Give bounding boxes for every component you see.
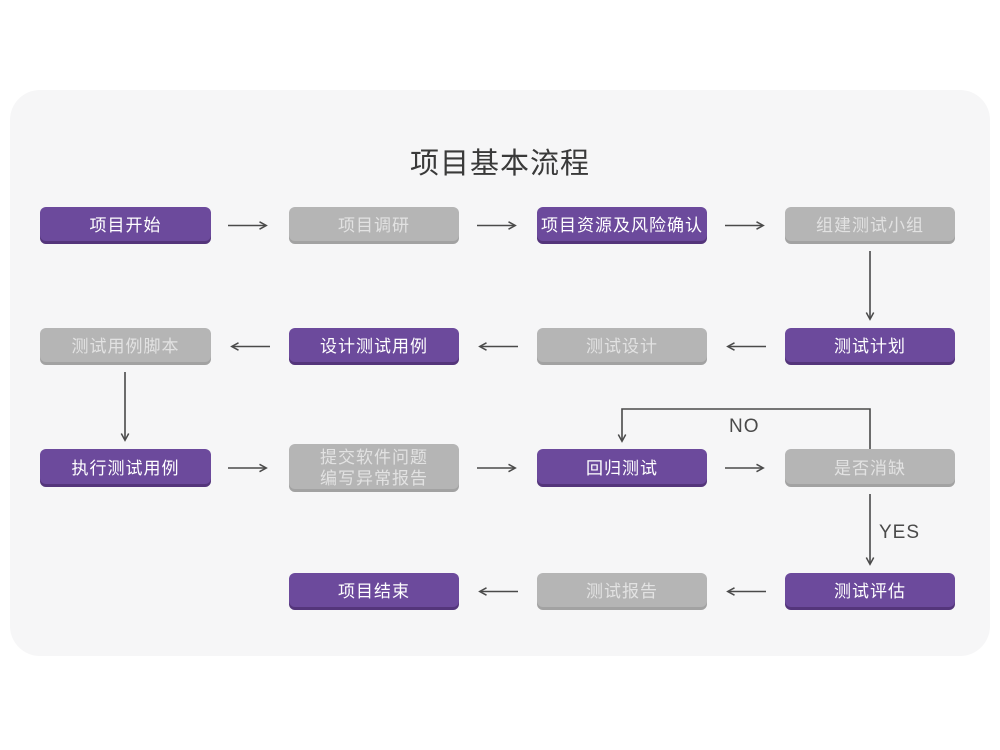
node-test-case-script: 测试用例脚本 [40,328,211,365]
node-test-plan: 测试计划 [785,328,955,365]
node-test-evaluation: 测试评估 [785,573,955,610]
node-test-design: 测试设计 [537,328,707,365]
node-project-end: 项目结束 [289,573,459,610]
diagram-title: 项目基本流程 [409,148,590,180]
node-project-research: 项目调研 [289,207,459,244]
node-project-start: 项目开始 [40,207,211,244]
node-execute-test-cases: 执行测试用例 [40,449,211,487]
no-edge-label: NO [729,416,760,437]
node-design-test-cases: 设计测试用例 [289,328,459,365]
flowchart-card [10,90,990,656]
node-resource-risk-confirm: 项目资源及风险确认 [537,207,707,244]
node-test-report: 测试报告 [537,573,707,610]
node-submit-issue-report: 提交软件问题 编写异常报告 [289,444,459,492]
node-defect-cleared: 是否消缺 [785,449,955,487]
node-regression-test: 回归测试 [537,449,707,487]
node-build-test-team: 组建测试小组 [785,207,955,244]
yes-edge-label: YES [879,522,921,543]
